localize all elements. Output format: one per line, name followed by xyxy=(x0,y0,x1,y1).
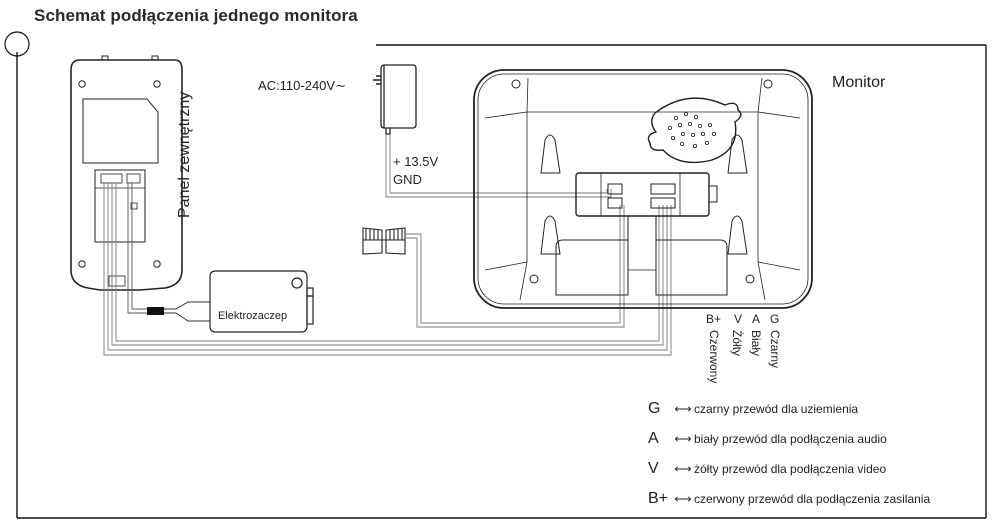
legend-symbol: B+ xyxy=(648,490,669,507)
wire-color-label: Czarny xyxy=(768,330,782,369)
plug-cable xyxy=(405,205,625,328)
door-strike-label: Elektrozaczep xyxy=(218,310,288,322)
panel-screw-icon xyxy=(78,80,86,88)
panel-to-monitor-cable xyxy=(103,183,672,356)
pin-label: A xyxy=(752,312,761,326)
legend-row: A ⟷ biały przewód dla podłączenia audio xyxy=(648,430,887,448)
outdoor-panel-drawing xyxy=(70,55,183,291)
frame xyxy=(16,44,987,519)
legend-symbol: V xyxy=(648,460,659,477)
monitor-screw-icon xyxy=(511,79,521,89)
pin-label: G xyxy=(770,312,780,326)
pin-label: V xyxy=(734,312,743,326)
double-arrow-icon: ⟷ xyxy=(674,402,692,416)
legend-row: G ⟷ czarny przewód dla uziemienia xyxy=(648,400,858,418)
legend-symbol: A xyxy=(648,430,659,447)
panel-body xyxy=(70,59,183,291)
adapter-input-label: AC:110-240V∼ xyxy=(258,78,346,93)
wire-color-label: Żółty xyxy=(730,330,744,357)
outdoor-panel-label: Panel zewnętrzny xyxy=(176,91,193,218)
double-arrow-icon: ⟷ xyxy=(674,492,692,506)
panel-screw-icon xyxy=(153,80,161,88)
legend-row: V ⟷ żółty przewód dla podłączenia video xyxy=(648,460,886,478)
wire-color-label: Czerwony xyxy=(707,330,721,384)
panel-terminal-board xyxy=(94,169,146,243)
adapter-output-gnd-label: GND xyxy=(393,172,422,187)
cable-joint xyxy=(147,307,164,315)
frame-marker-icon xyxy=(4,31,30,57)
power-adapter-icon xyxy=(373,64,417,135)
monitor-screw-icon xyxy=(745,274,755,284)
legend-row: B+ ⟷ czerwony przewód dla podłączenia za… xyxy=(648,490,930,508)
panel-screw-icon xyxy=(78,260,86,268)
legend-text: żółty przewód dla podłączenia video xyxy=(694,462,887,476)
speaker-grille-icon xyxy=(647,97,742,164)
monitor-drawing xyxy=(473,69,813,309)
door-strike-drawing xyxy=(209,270,314,333)
legend-text: biały przewód dla podłączenia audio xyxy=(694,432,887,446)
connector-plug-icon xyxy=(362,227,406,255)
legend-symbol: G xyxy=(648,400,661,417)
monitor-label: Monitor xyxy=(832,74,886,91)
legend-text: czarny przewód dla uziemienia xyxy=(694,402,859,416)
panel-to-lock-cable xyxy=(127,183,148,314)
legend-text: czerwony przewód dla podłączenia zasilan… xyxy=(694,492,931,506)
pin-label: B+ xyxy=(706,312,722,326)
double-arrow-icon: ⟷ xyxy=(674,462,692,476)
wire-color-label: Biały xyxy=(749,330,763,357)
diagram-title: Schemat podłączenia jednego monitora xyxy=(34,6,358,25)
panel-screw-icon xyxy=(153,260,161,268)
monitor-screw-icon xyxy=(529,274,539,284)
adapter-cable xyxy=(385,134,612,198)
panel-camera-window xyxy=(82,98,159,164)
double-arrow-icon: ⟷ xyxy=(674,432,692,446)
monitor-screw-icon xyxy=(763,79,773,89)
adapter-output-plus-label: + 13.5V xyxy=(393,154,439,169)
